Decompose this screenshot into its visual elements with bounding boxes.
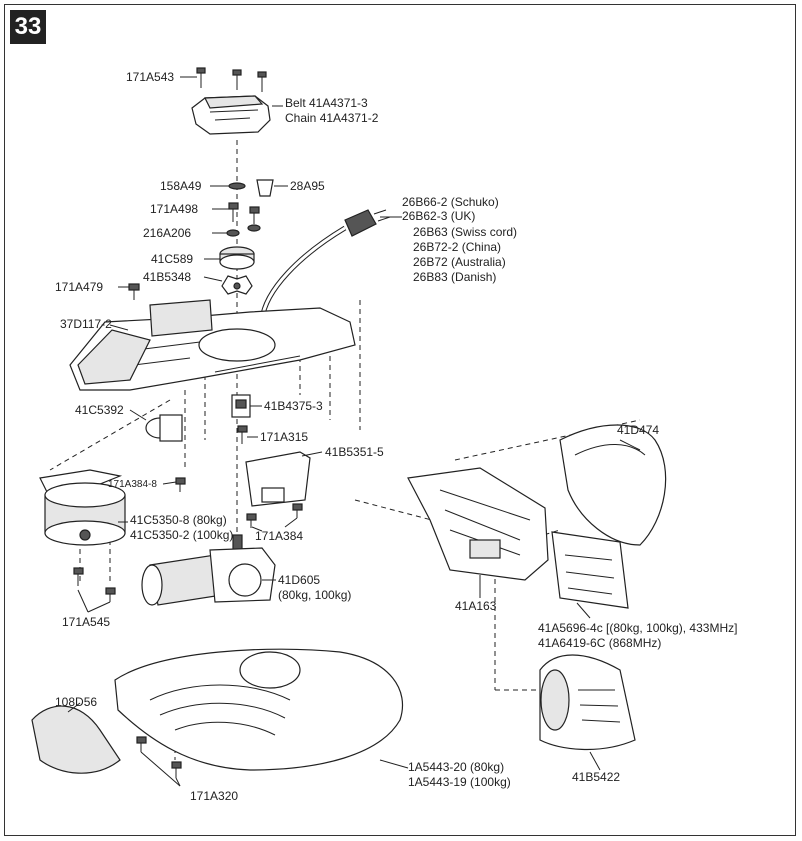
label-171A545: 171A545	[62, 615, 110, 629]
label-41A163: 41A163	[455, 599, 497, 613]
screw-171A315	[237, 425, 248, 444]
screws-171A498	[228, 202, 260, 224]
label-216A206: 216A206	[143, 226, 191, 240]
cover-1A5443	[114, 648, 404, 771]
receiver-board-41A5696	[551, 531, 629, 609]
label-1A5443-20: 1A5443-20 (80kg)	[408, 760, 504, 774]
label-171A384-8: 171A384-8	[108, 479, 157, 490]
label-chain: Chain 41A4371-2	[285, 111, 379, 125]
label-26B63: 26B63 (Swiss cord)	[413, 225, 517, 239]
socket-41C5392	[145, 414, 183, 442]
label-28A95: 28A95	[290, 179, 325, 193]
label-41B5422: 41B5422	[572, 770, 620, 784]
label-41B5348: 41B5348	[143, 270, 191, 284]
lens-41D474	[559, 424, 667, 546]
label-108D56: 108D56	[55, 695, 97, 709]
panel-41B5422	[539, 654, 636, 751]
label-171A384: 171A384	[255, 529, 303, 543]
label-26B62-3: 26B62-3 (UK)	[402, 209, 475, 223]
screw-171A543	[196, 67, 267, 92]
label-158A49: 158A49	[160, 179, 202, 193]
label-41C5392: 41C5392	[75, 403, 124, 417]
belt-chain-cover	[191, 95, 271, 135]
screws-171A384	[246, 503, 303, 528]
cap-28A95	[256, 179, 274, 197]
screw-171A479	[128, 283, 140, 300]
label-41D474: 41D474	[617, 423, 659, 437]
label-41B4375-3: 41B4375-3	[264, 399, 323, 413]
sprocket-41B5348	[221, 275, 253, 295]
part-labels: 171A543 Belt 41A4371-3 Chain 41A4371-2 1…	[55, 70, 737, 803]
pcb-frame-41A163	[407, 467, 549, 581]
power-cord	[259, 209, 391, 321]
label-171A315: 171A315	[260, 430, 308, 444]
motor-housing-41C5350	[39, 469, 126, 546]
label-41C5350-2: 41C5350-2 (100kg)	[130, 528, 233, 542]
washers-216A206	[226, 224, 261, 237]
leader-lines	[67, 76, 641, 787]
screws-171A320	[136, 736, 182, 778]
label-37D117-2: 37D117-2	[60, 317, 112, 331]
label-41A5696-4c: 41A5696-4c [(80kg, 100kg), 433MHz]	[538, 621, 737, 635]
label-belt: Belt 41A4371-3	[285, 96, 368, 110]
screws-171A545	[73, 567, 116, 602]
label-1A5443-19: 1A5443-19 (100kg)	[408, 775, 511, 789]
label-171A479: 171A479	[55, 280, 103, 294]
bracket-41B5351-5	[245, 451, 311, 507]
step-number-badge: 33	[10, 10, 46, 44]
sprocket-41C589	[219, 246, 255, 270]
label-171A543: 171A543	[126, 70, 174, 84]
label-26B83: 26B83 (Danish)	[413, 270, 496, 284]
chassis-37D117-2	[69, 299, 356, 391]
label-41D605-sub: (80kg, 100kg)	[278, 588, 351, 602]
motor-41D605	[141, 534, 276, 606]
label-171A320: 171A320	[190, 789, 238, 803]
label-41C589: 41C589	[151, 252, 193, 266]
label-41A6419-6C: 41A6419-6C (868MHz)	[538, 636, 661, 650]
washer-158A49	[228, 182, 246, 190]
label-171A498: 171A498	[150, 202, 198, 216]
screw-171A384-8	[175, 477, 186, 492]
label-41D605: 41D605	[278, 573, 320, 587]
label-26B66-2: 26B66-2 (Schuko)	[402, 195, 499, 209]
label-41C5350-8: 41C5350-8 (80kg)	[130, 513, 227, 527]
label-41B5351-5: 41B5351-5	[325, 445, 384, 459]
label-26B72: 26B72 (Australia)	[413, 255, 506, 269]
switch-41B4375-3	[231, 394, 251, 418]
end-cap-108D56	[31, 705, 121, 774]
diagram-frame	[4, 4, 796, 836]
label-26B72-2: 26B72-2 (China)	[413, 240, 501, 254]
